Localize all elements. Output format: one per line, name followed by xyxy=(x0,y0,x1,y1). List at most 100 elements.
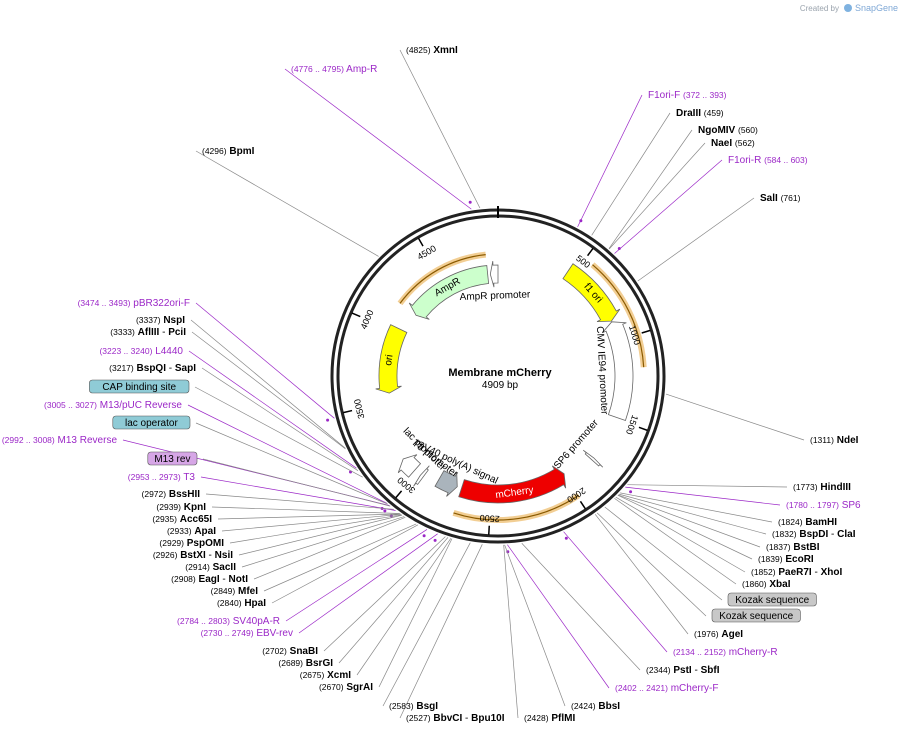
feature-box[interactable] xyxy=(727,592,817,607)
site-name: BamHI xyxy=(805,517,837,528)
enzyme-label[interactable]: (2675) XcmI xyxy=(300,670,351,681)
enzyme-label[interactable]: (2849) MfeI xyxy=(211,586,259,597)
enzyme-label[interactable]: (2527) BbvCI - Bpu10I xyxy=(406,713,505,724)
feature-cmv-ie94-promoter[interactable] xyxy=(602,321,634,422)
feature-box[interactable] xyxy=(89,379,190,394)
enzyme-label[interactable]: (2929) PspOMI xyxy=(159,538,224,549)
site-position: (2527) xyxy=(406,713,431,723)
feature-box[interactable] xyxy=(112,415,191,430)
enzyme-label[interactable]: SalI (761) xyxy=(760,193,801,204)
enzyme-label[interactable]: (2424) BbsI xyxy=(571,701,620,712)
site-position: (3223 .. 3240) xyxy=(99,346,152,356)
site-name: AflIII xyxy=(138,327,160,338)
enzyme-label[interactable]: (3333) AflIII - PciI xyxy=(110,327,186,338)
enzyme-label[interactable]: (1824) BamHI xyxy=(778,517,837,528)
enzyme-label[interactable]: (1852) PaeR7I - XhoI xyxy=(751,567,842,578)
primer-label[interactable]: F1ori-R (584 .. 603) xyxy=(728,155,808,166)
primer-label[interactable]: (2784 .. 2803) SV40pA-R xyxy=(177,616,280,627)
primer-label[interactable]: (3005 .. 3027) M13/pUC Reverse xyxy=(44,400,182,411)
enzyme-label[interactable]: (3217) BspQI - SapI xyxy=(109,363,196,374)
site-name: NaeI xyxy=(711,138,732,149)
site-name: PaeR7I xyxy=(778,567,812,578)
enzyme-label[interactable]: (2689) BsrGI xyxy=(278,658,333,669)
primer-label[interactable]: (1780 .. 1797) SP6 xyxy=(786,500,861,511)
enzyme-label[interactable]: (1837) BstBI xyxy=(766,542,820,553)
feature-ampr-promoter[interactable] xyxy=(489,261,499,288)
enzyme-label[interactable]: (1860) XbaI xyxy=(742,579,791,590)
enzyme-label[interactable]: NgoMIV (560) xyxy=(698,125,758,136)
feature-box-label: Kozak sequence xyxy=(719,611,793,622)
leader-line xyxy=(195,422,388,505)
feature-box[interactable] xyxy=(711,608,801,623)
site-position: (1976) xyxy=(694,629,719,639)
primer-mark xyxy=(468,200,472,204)
enzyme-label[interactable]: (2840) HpaI xyxy=(217,598,266,609)
primer-label[interactable]: (3474 .. 3493) pBR322ori-F xyxy=(78,298,190,309)
feature-mcherry[interactable] xyxy=(458,465,567,504)
primer-label[interactable]: F1ori-F (372 .. 393) xyxy=(648,90,727,101)
enzyme-label[interactable]: (2908) EagI - NotI xyxy=(171,574,248,585)
enzyme-label[interactable]: (2939) KpnI xyxy=(156,502,206,513)
enzyme-label[interactable]: (1832) BspDI - ClaI xyxy=(772,529,856,540)
feature-ori[interactable] xyxy=(375,324,408,394)
site-position: (2428) xyxy=(524,713,549,723)
site-position: (1311) xyxy=(810,435,834,445)
created-by-text: Created by xyxy=(799,3,839,13)
site-name: BstXI xyxy=(180,550,206,561)
tick-mark xyxy=(343,409,353,414)
primer-label[interactable]: (2402 .. 2421) mCherry-F xyxy=(615,683,719,694)
site-name: mCherry-F xyxy=(671,683,719,694)
primer-label[interactable]: (2134 .. 2152) mCherry-R xyxy=(673,647,778,658)
primer-mark xyxy=(433,538,437,542)
primer-label[interactable]: (3223 .. 3240) L4440 xyxy=(99,346,183,357)
feature-sp6-promoter[interactable] xyxy=(582,449,604,468)
enzyme-label[interactable]: DraIII (459) xyxy=(676,108,724,119)
enzyme-label[interactable]: (2670) SgrAI xyxy=(319,682,373,693)
feature-ampr[interactable] xyxy=(408,265,490,320)
feature-f1-ori[interactable] xyxy=(562,263,621,323)
site-position: (2689) xyxy=(278,658,303,668)
enzyme-label[interactable]: (2914) SacII xyxy=(185,562,236,573)
enzyme-label[interactable]: (1311) NdeI xyxy=(810,435,859,446)
leader-line xyxy=(608,129,693,249)
enzyme-label[interactable]: (1773) HindIII xyxy=(793,482,851,493)
primer-label[interactable]: (4776 .. 4795) Amp-R xyxy=(291,64,377,75)
leader-line xyxy=(195,150,379,257)
leader-line xyxy=(615,496,746,573)
site-name: M13/pUC Reverse xyxy=(100,400,183,411)
enzyme-label[interactable]: (2926) BstXI - NsiI xyxy=(153,550,233,561)
primer-label[interactable]: (2992 .. 3008) M13 Reverse xyxy=(2,435,118,446)
enzyme-label[interactable]: (4296) BpmI xyxy=(202,146,255,157)
primer-label[interactable]: (2730 .. 2749) EBV-rev xyxy=(201,628,293,639)
site-name: SgrAI xyxy=(346,682,373,693)
site-name: BsgI xyxy=(416,701,438,712)
enzyme-label[interactable]: (2583) BsgI xyxy=(389,701,438,712)
primer-mark xyxy=(617,246,621,250)
site-name: XmnI xyxy=(433,45,458,56)
feature-lac-promoter[interactable] xyxy=(397,454,422,478)
feature-sv40-poly-a-signal[interactable] xyxy=(434,470,458,497)
feature-t3-promoter[interactable] xyxy=(413,465,430,487)
site-position: (2972) xyxy=(142,489,167,499)
enzyme-label[interactable]: (1976) AgeI xyxy=(694,629,743,640)
feature-box[interactable] xyxy=(147,451,198,466)
enzyme-label[interactable]: (2428) PflMI xyxy=(524,713,575,724)
enzyme-label[interactable]: (2344) PstI - SbfI xyxy=(646,665,720,676)
leader-line xyxy=(507,544,610,689)
enzyme-label[interactable]: (2933) ApaI xyxy=(167,526,216,537)
enzyme-label[interactable]: (2972) BssHII xyxy=(142,489,201,500)
enzyme-label[interactable]: (3337) NspI xyxy=(136,315,185,326)
tick-mark xyxy=(417,237,424,247)
site-position: (3217) xyxy=(109,363,134,373)
enzyme-label[interactable]: (1839) EcoRI xyxy=(758,554,814,565)
enzyme-label[interactable]: (2702) SnaBI xyxy=(262,646,318,657)
primer-label[interactable]: (2953 .. 2973) T3 xyxy=(128,472,196,483)
enzyme-label[interactable]: (2935) Acc65I xyxy=(152,514,212,525)
site-position: (4776 .. 4795) xyxy=(291,64,344,74)
primer-mark xyxy=(326,418,330,422)
site-position: (1860) xyxy=(742,579,767,589)
enzyme-label[interactable]: (4825) XmnI xyxy=(406,45,458,56)
tick-label: 4000 xyxy=(358,308,375,330)
site-position: (2675) xyxy=(300,670,325,680)
enzyme-label[interactable]: NaeI (562) xyxy=(711,138,755,149)
